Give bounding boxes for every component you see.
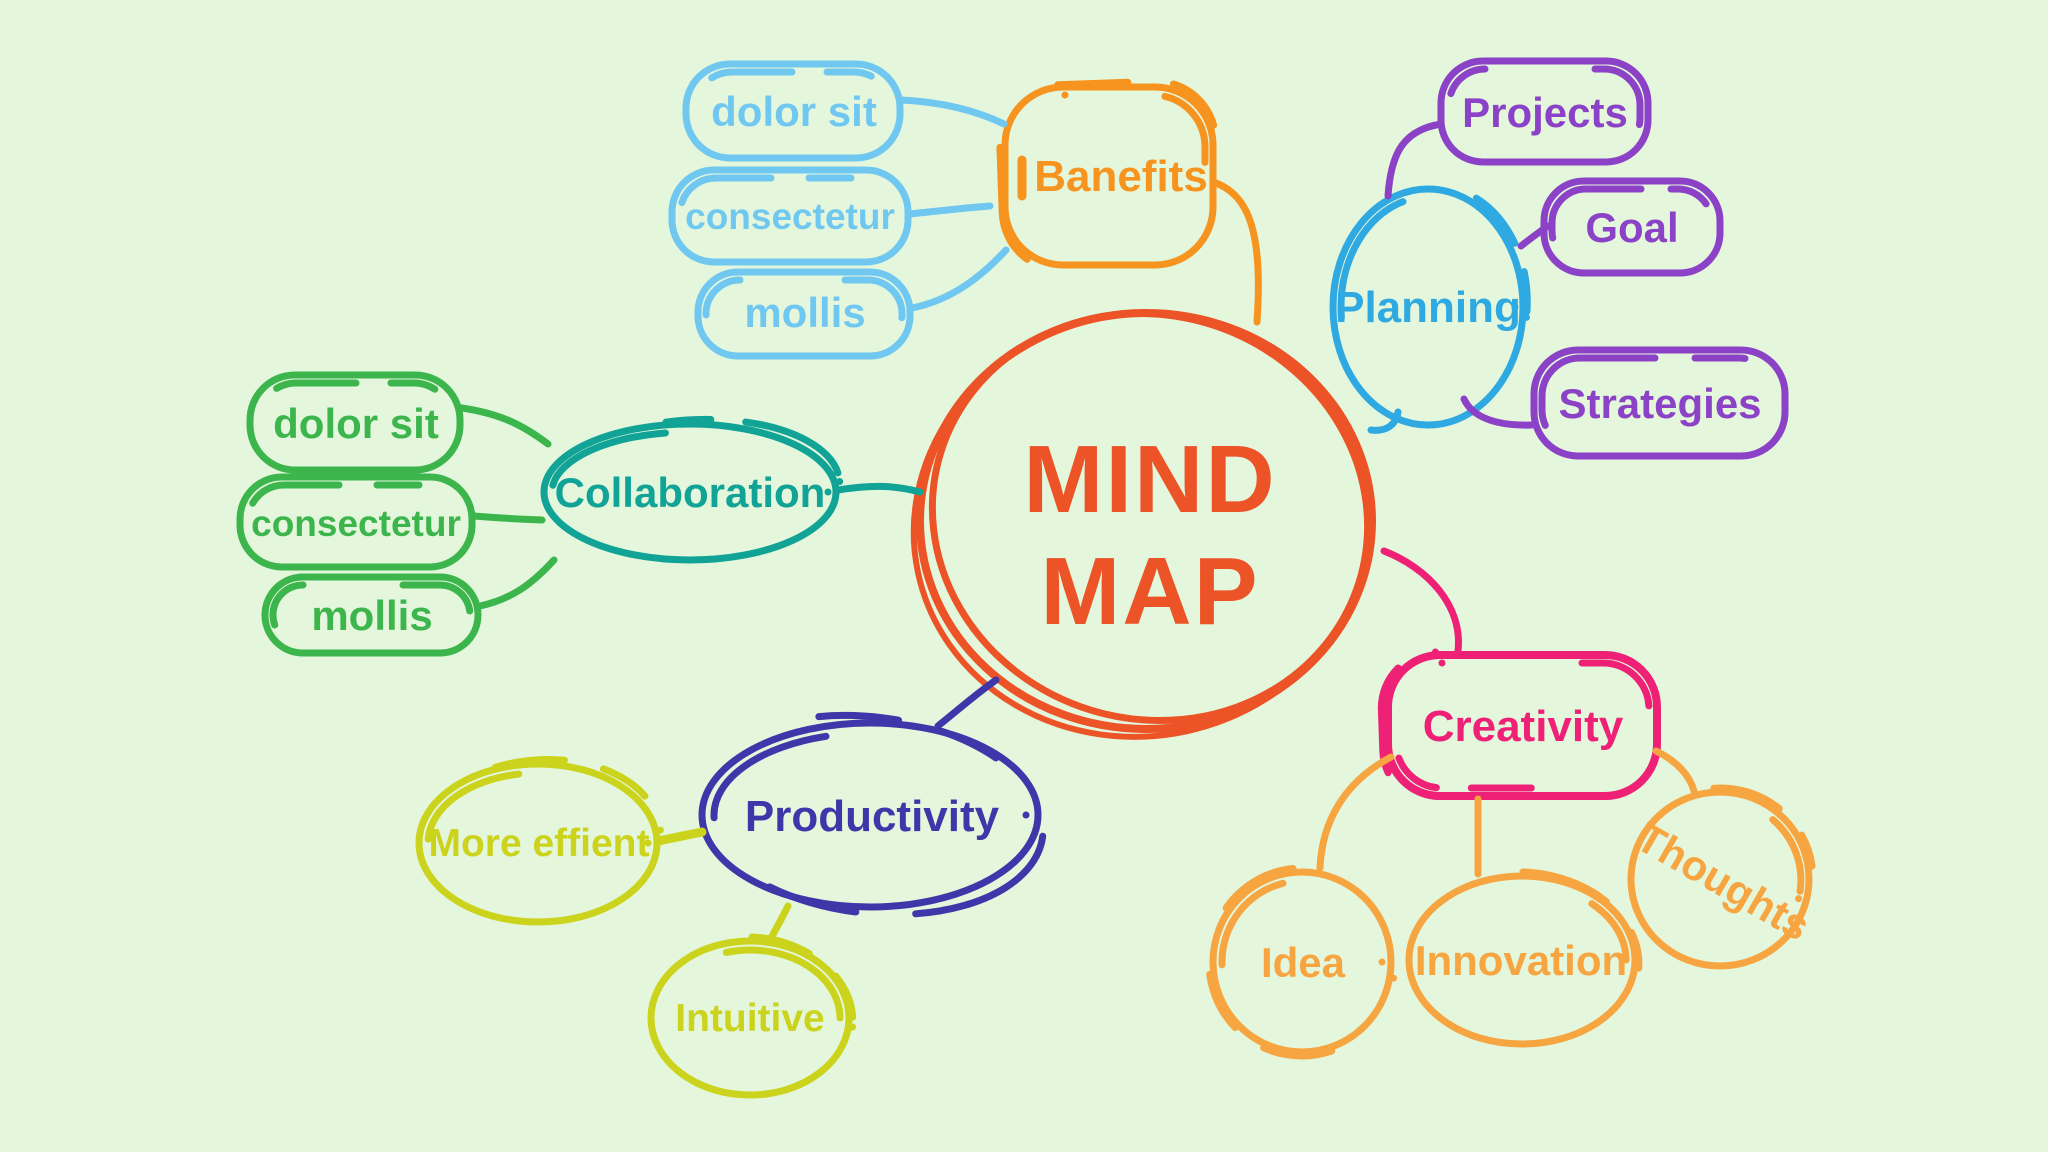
child-label-intuitive: Intuitive — [675, 997, 825, 1040]
node-productivity-sketch-2 — [693, 711, 1047, 919]
node-creativity-label: Creativity — [1423, 702, 1624, 751]
connector-benefits-child-1 — [898, 96, 1008, 128]
child-node-dolor-sit-blue-sketch — [690, 68, 896, 154]
child-node-idea-sketch-2 — [1205, 864, 1399, 1060]
child-node-intuitive — [647, 937, 853, 1099]
child-node-innovation-sketch-1 — [1414, 880, 1630, 1040]
branch-planning-children: Projects Goal Strategies — [1384, 57, 1789, 460]
child-label-strategies: Strategies — [1558, 380, 1761, 427]
child-node-innovation-sketch-2 — [1401, 868, 1643, 1052]
child-node-innovation — [1405, 872, 1639, 1048]
node-productivity-label: Productivity — [745, 792, 1000, 841]
connector-productivity-center — [934, 676, 1000, 730]
child-node-mollis-blue — [694, 268, 914, 360]
child-node-projects-sketch — [1445, 65, 1644, 158]
node-planning-sketch-2 — [1325, 181, 1531, 433]
center-title-line1: MIND — [1023, 426, 1276, 533]
child-node-thoughts-sketch-1 — [1635, 796, 1805, 962]
node-collaboration-sketch-1 — [548, 428, 832, 556]
branch-benefits-children: dolor sit consectetur mollis — [668, 60, 1010, 360]
connector-collaboration-child-1 — [458, 404, 552, 448]
branch-productivity-children: More effient Intuitive — [411, 755, 857, 1103]
child-label-goal: Goal — [1585, 204, 1678, 251]
child-node-more-effient — [415, 760, 661, 926]
child-label-consectetur-blue: consectetur — [685, 196, 895, 237]
child-node-mollis-blue-sketch — [702, 276, 906, 352]
node-creativity-sketch-1 — [1392, 659, 1653, 792]
child-node-consectetur-green — [236, 473, 476, 571]
child-label-mollis-blue: mollis — [744, 289, 865, 336]
child-node-idea — [1209, 868, 1395, 1056]
child-label-more-effient: More effient — [428, 822, 649, 865]
center-circle-scribble-2 — [910, 310, 1374, 740]
connector-productivity-child-1 — [653, 827, 707, 846]
branch-planning: Planning — [1325, 181, 1531, 434]
branch-creativity: Creativity — [1377, 547, 1668, 809]
child-node-more-effient-sketch-2 — [411, 755, 665, 931]
child-node-thoughts-sketch-2 — [1623, 784, 1817, 974]
child-label-innovation: Innovation — [1415, 937, 1627, 984]
child-label-consectetur-green: consectetur — [251, 503, 461, 544]
node-planning-sketch-1 — [1337, 193, 1519, 421]
connector-benefits-child-2 — [906, 202, 994, 218]
node-creativity-sketch-2 — [1377, 642, 1668, 809]
child-node-thoughts — [1627, 788, 1813, 970]
child-node-idea-sketch-1 — [1218, 877, 1386, 1047]
center-title-line2: MAP — [1040, 538, 1259, 645]
node-collaboration-sketch-2 — [536, 415, 844, 569]
node-creativity — [1384, 651, 1661, 800]
connector-creativity-child-3 — [1652, 747, 1698, 795]
child-node-strategies-sketch — [1538, 354, 1781, 452]
connector-planning-child-3 — [1460, 395, 1536, 429]
connector-collaboration-child-2 — [470, 512, 546, 524]
node-collaboration — [540, 420, 840, 564]
node-benefits — [1001, 83, 1217, 269]
node-planning — [1329, 185, 1527, 429]
branch-benefits: Banefits — [996, 77, 1262, 326]
child-label-idea: Idea — [1261, 939, 1346, 986]
branch-collaboration-children: dolor sit consectetur mollis — [236, 371, 558, 657]
child-label-dolor-sit-green: dolor sit — [273, 400, 439, 447]
center-node: MIND MAP — [910, 309, 1376, 740]
branch-productivity: Productivity — [693, 676, 1047, 919]
connector-benefits-center — [1209, 178, 1262, 326]
child-node-dolor-sit-blue — [682, 60, 904, 162]
connector-planning-child-1 — [1384, 120, 1445, 200]
connector-collaboration-center — [834, 482, 924, 496]
connector-collaboration-child-3 — [476, 556, 558, 610]
node-planning-label: Planning — [1335, 283, 1521, 332]
branch-collaboration: Collaboration — [536, 415, 924, 569]
connector-creativity-child-1 — [1316, 753, 1395, 872]
child-node-projects — [1437, 57, 1652, 166]
node-productivity-sketch-1 — [710, 729, 1030, 901]
child-node-goal-sketch — [1548, 185, 1716, 269]
connector-benefits-child-3 — [908, 246, 1010, 312]
child-node-consectetur-blue — [668, 166, 912, 266]
node-benefits-label: Banefits — [1034, 152, 1208, 201]
child-label-dolor-sit-blue: dolor sit — [711, 88, 877, 135]
connector-creativity-center — [1380, 547, 1462, 655]
child-label-projects: Projects — [1462, 89, 1628, 136]
child-node-intuitive-sketch-2 — [643, 933, 857, 1103]
child-node-dolor-sit-green — [246, 371, 464, 474]
child-node-mollis-green — [261, 573, 482, 657]
child-node-more-effient-sketch-1 — [424, 769, 652, 917]
node-benefits-sketch-2 — [996, 77, 1222, 275]
child-node-intuitive-sketch-1 — [656, 946, 844, 1090]
child-node-mollis-green-sketch — [269, 581, 474, 649]
child-node-dolor-sit-green-sketch — [254, 379, 456, 466]
child-label-mollis-green: mollis — [311, 592, 432, 639]
node-collaboration-label: Collaboration — [555, 469, 826, 516]
child-node-strategies — [1530, 346, 1789, 460]
child-node-goal — [1540, 177, 1724, 277]
node-productivity — [698, 719, 1042, 911]
